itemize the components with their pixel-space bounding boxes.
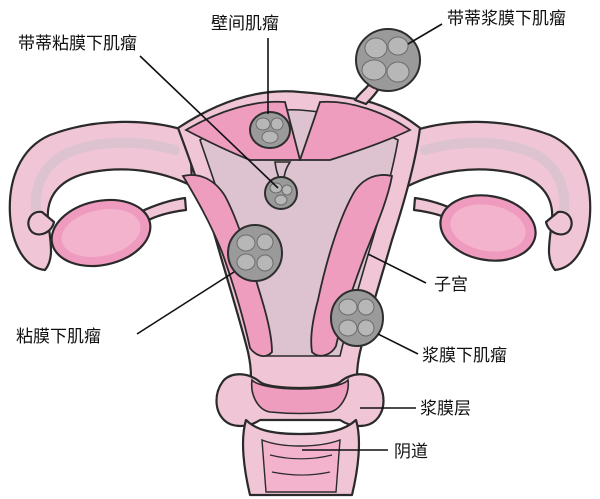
- left-ovary: [50, 198, 152, 268]
- leader-uterus: [367, 253, 427, 284]
- leader-subserosal: [377, 333, 419, 355]
- label-pedunculated-submucosal: 带蒂粘膜下肌瘤: [18, 34, 137, 54]
- leader-pedunculated-submucosal: [139, 55, 279, 189]
- label-intramural: 壁间肌瘤: [211, 14, 279, 34]
- leader-lines: [136, 23, 443, 451]
- right-ovary: [439, 194, 537, 262]
- leader-pedunculated-subserosal: [407, 23, 443, 45]
- label-vagina: 阴道: [394, 442, 428, 462]
- label-subserosal: 浆膜下肌瘤: [422, 346, 507, 366]
- label-submucosal: 粘膜下肌瘤: [16, 327, 101, 347]
- right-fallopian-tube: [406, 120, 592, 272]
- subserosal-fibroid: [330, 289, 384, 347]
- left-fallopian-tube: [8, 120, 194, 272]
- left-endometrium: [181, 174, 273, 357]
- label-serosa: 浆膜层: [420, 399, 471, 419]
- label-pedunculated-subserosal: 带蒂浆膜下肌瘤: [447, 9, 566, 29]
- left-ovarian-ligament: [138, 196, 188, 224]
- intramural-fibroid: [249, 111, 291, 149]
- submucosal-fibroid: [227, 224, 283, 282]
- pedunculated-submucosal-fibroid: [264, 176, 298, 210]
- leader-submucosal: [136, 271, 235, 335]
- pedunculated-subserosal-fibroid: [355, 28, 421, 92]
- label-uterus: 子宫: [434, 275, 468, 295]
